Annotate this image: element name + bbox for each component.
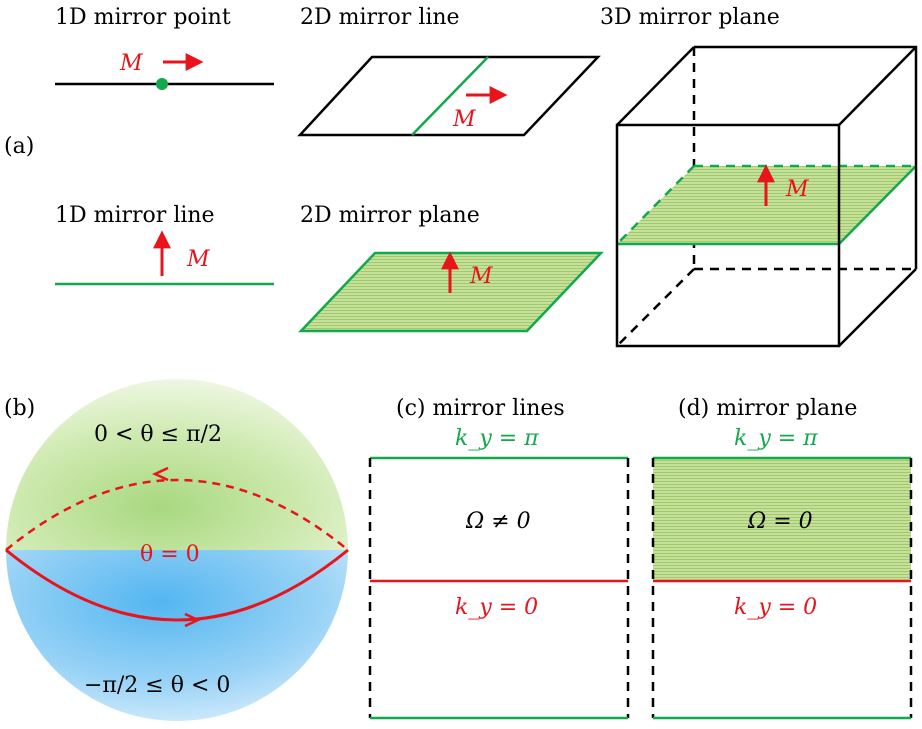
lower-region-label: −π/2 ≤ θ < 0 (84, 673, 230, 698)
mirror-line-2d: 2D mirror line M (297, 5, 601, 137)
panel-d-center-label: Ω = 0 (747, 509, 813, 534)
panel-c-top-label: k_y = π (455, 426, 539, 451)
panel-d-top-label: k_y = π (734, 426, 818, 451)
panel-a: (a) 1D mirror point M 2D mirror line M 1… (4, 5, 918, 348)
panel-c-center-label: Ω ≠ 0 (465, 509, 531, 534)
parallelogram-2d (297, 55, 601, 137)
cube-bottom-right-diagonal (838, 268, 917, 347)
mirror-label-2d: M (452, 107, 476, 132)
equator-label: θ = 0 (140, 542, 200, 567)
mirror-label-3d: M (785, 177, 809, 202)
panel-b-tag: (b) (4, 396, 35, 421)
sphere-lower-hemisphere (6, 550, 348, 721)
mirror-label-1d-line: M (186, 247, 210, 272)
panel-c: (c) mirror lines k_y = π Ω ≠ 0 k_y = 0 (368, 396, 630, 720)
panel-a-tag: (a) (4, 134, 34, 159)
cube-hidden-edge-diagonal (616, 268, 695, 347)
cube-top-right-diagonal (838, 46, 917, 126)
equator-back-arrow (152, 466, 169, 482)
upper-region-label: 0 < θ ≤ π/2 (94, 422, 222, 447)
mirror-label-2d-plane: M (469, 264, 493, 289)
mirror-point-1d: 1D mirror point M (55, 5, 274, 90)
equator-back-dashed (5, 478, 349, 551)
title-mirror-point-1d: 1D mirror point (55, 5, 231, 30)
cube-plane-right-edge (838, 165, 917, 245)
panel-c-title: (c) mirror lines (396, 396, 565, 421)
title-mirror-plane-3d: 3D mirror plane (600, 5, 780, 30)
panel-d: (d) mirror plane k_y = π Ω = 0 k_y = 0 (651, 396, 913, 720)
title-mirror-plane-2d: 2D mirror plane (300, 203, 480, 228)
cube-plane-left-edge (616, 165, 695, 245)
cube-top-left-diagonal (616, 46, 695, 126)
mirror-point-dot (156, 78, 168, 90)
mirror-plane-3d: 3D mirror plane M (600, 5, 918, 348)
mirror-label: M (119, 51, 143, 76)
panel-d-shaded-region (653, 458, 911, 581)
panel-d-mid-label: k_y = 0 (734, 595, 817, 620)
sphere-upper-hemisphere (6, 379, 348, 550)
equator-front-arrow (184, 612, 201, 628)
equator-front-solid (5, 548, 349, 622)
title-mirror-line-2d: 2D mirror line (300, 5, 460, 30)
panel-b: (b) 0 < θ ≤ π/2 θ = 0 −π/2 ≤ θ < 0 (4, 379, 349, 721)
mirror-plane-2d: 2D mirror plane M (298, 203, 604, 333)
title-mirror-line-1d: 1D mirror line (55, 203, 215, 228)
panel-d-title: (d) mirror plane (678, 396, 857, 421)
mirror-line-1d: 1D mirror line M (55, 203, 274, 286)
panel-c-mid-label: k_y = 0 (455, 595, 538, 620)
mirror-line-green (411, 56, 489, 136)
cube-front-face (615, 123, 841, 348)
